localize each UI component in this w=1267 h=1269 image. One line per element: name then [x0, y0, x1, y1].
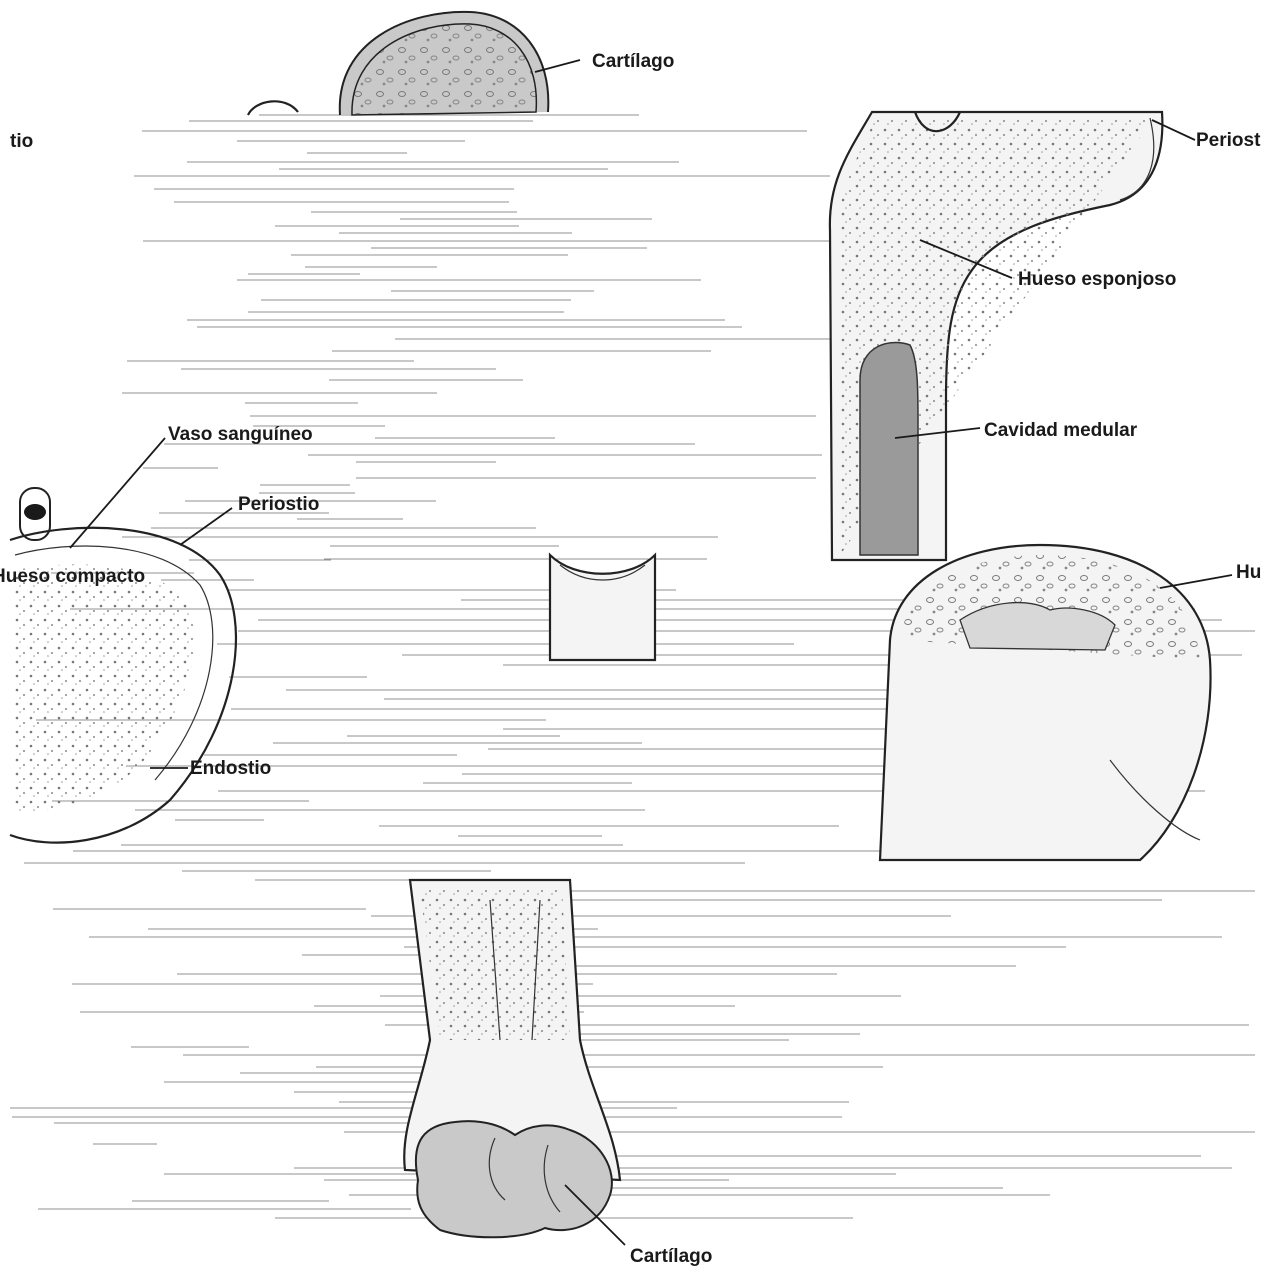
label-hueso-right: Hu	[1236, 562, 1261, 583]
label-periostio-right: Periost	[1196, 130, 1261, 151]
label-hueso-compacto: Hueso compacto	[0, 566, 145, 587]
top-epiphysis	[248, 12, 548, 115]
bone-head-section	[880, 545, 1211, 860]
label-vaso-sanguineo: Vaso sanguíneo	[168, 424, 313, 445]
label-cartilago-top: Cartílago	[592, 51, 674, 72]
label-hueso-esponjoso: Hueso esponjoso	[1018, 269, 1176, 290]
long-bone-figure	[830, 112, 1162, 560]
label-endostio: Endostio	[190, 758, 271, 779]
label-periostio-left: tio	[10, 131, 33, 152]
distal-bone	[404, 880, 620, 1237]
label-periostio-mid: Periostio	[238, 494, 319, 515]
label-cartilago-bottom: Cartílago	[630, 1246, 712, 1267]
small-bone-fragment	[550, 555, 655, 660]
cross-section-figure	[10, 488, 236, 843]
label-cavidad-medular: Cavidad medular	[984, 420, 1138, 441]
